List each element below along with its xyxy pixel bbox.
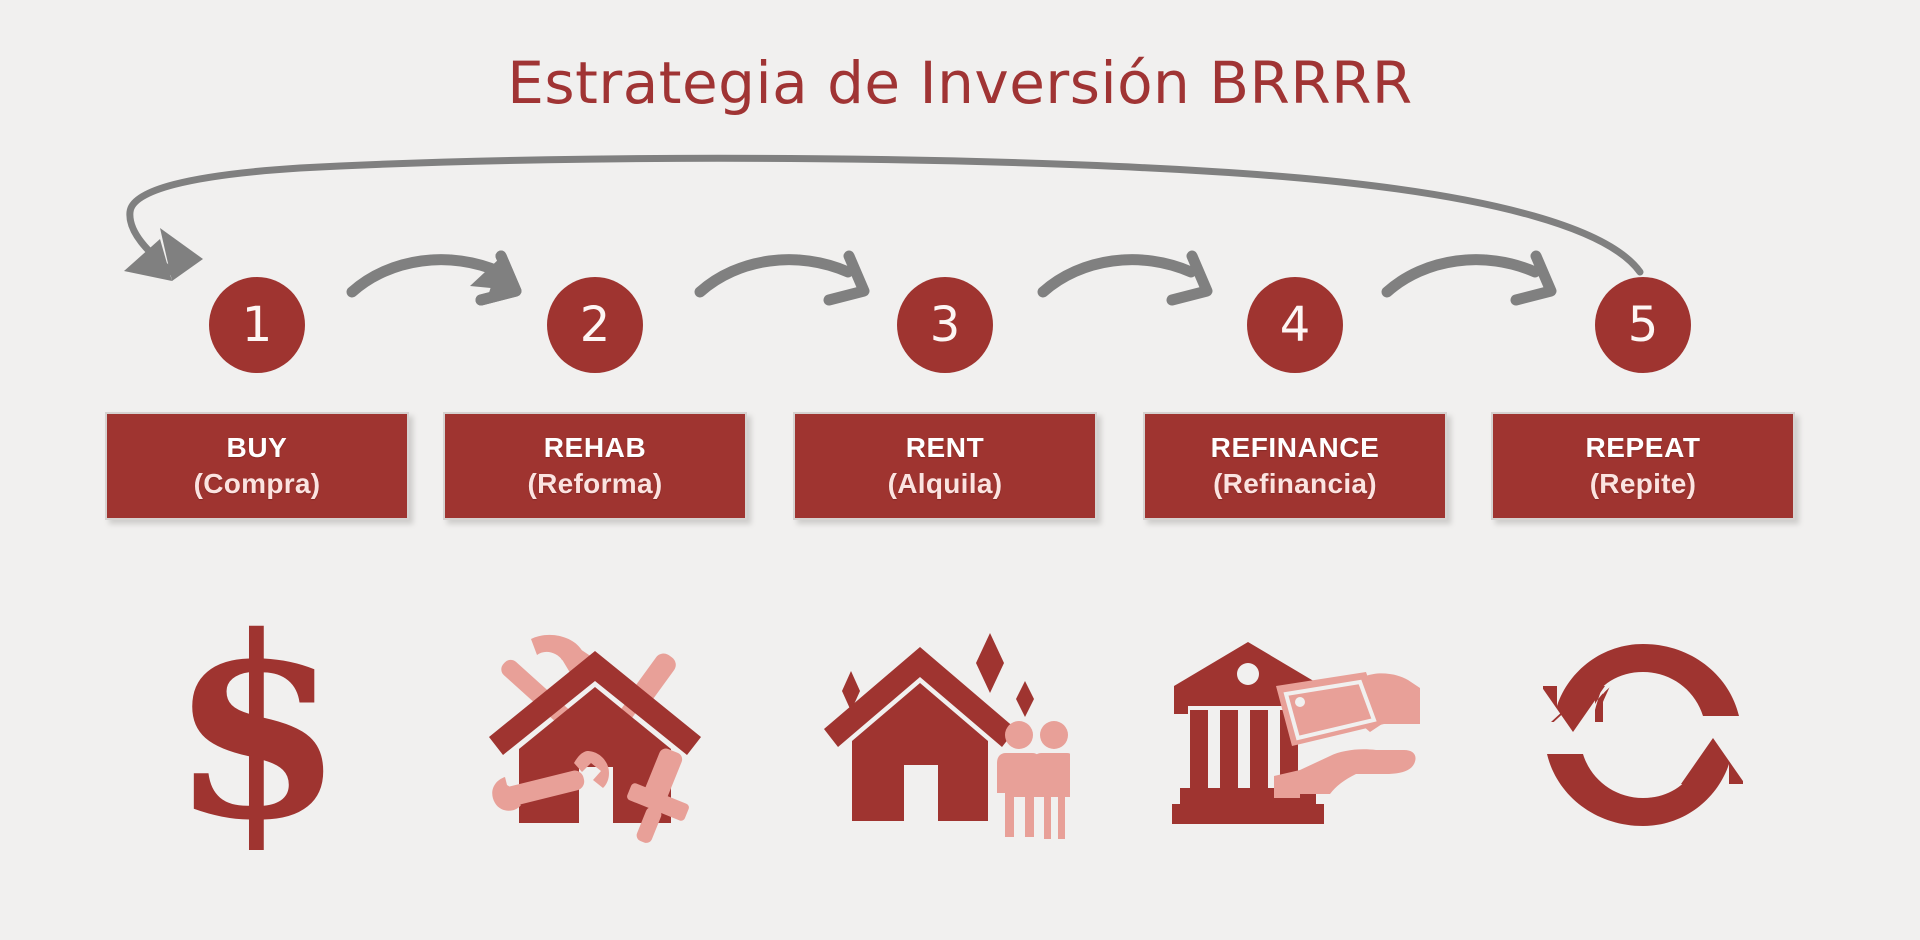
step-label-es-2: (Reforma) [527,468,663,499]
step-number-badge-2: 2 [547,277,643,373]
banknote-icon [1276,671,1384,746]
step-label-box-5[interactable]: REPEAT (Repite) [1491,412,1795,520]
cycle-lower-arrow [1547,738,1743,826]
step-number-badge-3: 3 [897,277,993,373]
step-label-en-4: REFINANCE [1210,431,1380,463]
cycle-upper-arrow [1543,644,1739,732]
step-label-box-3[interactable]: RENT (Alquila) [793,412,1097,520]
house-with-tools-icon [470,610,720,860]
step-label-en-5: REPEAT [1585,431,1701,463]
bank-pediment-oculus [1237,662,1259,685]
step-label-en-3: RENT [905,431,985,463]
step-number-badge-4: 4 [1247,277,1343,373]
bank-cash-exchange-icon [1170,610,1420,860]
house-door [904,765,938,821]
step-label-box-2[interactable]: REHAB (Reforma) [443,412,747,520]
house-with-tenants-icon [820,610,1070,860]
hand-receiving-money-icon [1274,748,1416,798]
step-label-box-1[interactable]: BUY (Compra) [105,412,409,520]
step-label-en-2: REHAB [543,431,647,463]
svg-text:$: $ [170,620,344,850]
step-label-en-1: BUY [226,431,288,463]
joined-hands [1024,783,1046,792]
sparkle-icons [842,633,1034,717]
page-title: Estrategia de Inversión BRRRR [507,49,1413,117]
step-number-badge-1: 1 [209,277,305,373]
step-label-es-5: (Repite) [1589,468,1697,499]
step-label-box-4[interactable]: REFINANCE (Refinancia) [1143,412,1447,520]
step-label-es-1: (Compra) [193,468,321,499]
cycle-repeat-icon [1518,610,1768,860]
step-label-es-4: (Refinancia) [1213,468,1377,499]
step-number-badge-5: 5 [1595,277,1691,373]
paint-roller-icon [627,748,689,843]
wrench-icon [492,751,609,811]
dollar-sign-icon: $ [132,610,382,860]
step-label-es-3: (Alquila) [887,468,1003,499]
house-shape [824,647,1016,821]
